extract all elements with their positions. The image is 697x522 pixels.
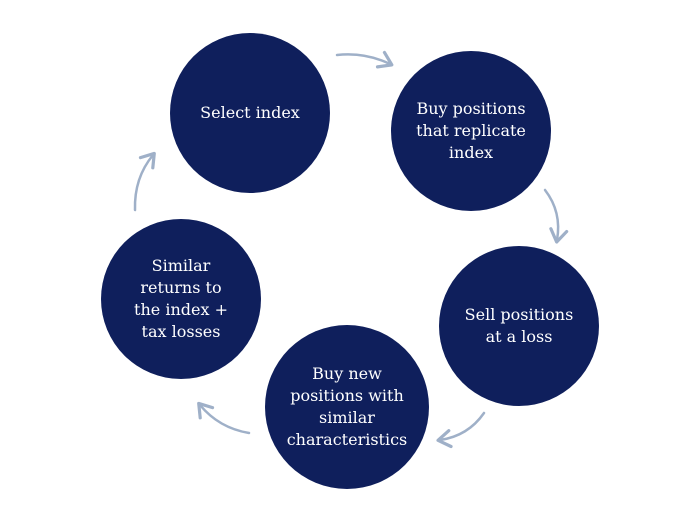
node-sell-positions: Sell positions at a loss (439, 246, 599, 406)
arrow-buy-to-sell (543, 188, 569, 244)
node-sell-positions-label: Sell positions at a loss (464, 305, 574, 346)
node-similar-returns: Similar returns to the index + tax losse… (101, 219, 261, 379)
arrow-select-to-buy (335, 50, 394, 69)
arrow-buynew-to-similar (197, 401, 251, 435)
node-buy-positions: Buy positions that replicate index (391, 51, 551, 211)
arrow-sell-to-buynew (436, 411, 486, 449)
node-buy-new-positions: Buy new positions with similar character… (265, 325, 429, 489)
node-buy-positions-label: Buy positions that replicate index (416, 99, 526, 162)
node-select-index-label: Select index (200, 103, 300, 122)
node-select-index: Select index (170, 33, 330, 193)
node-buy-new-positions-label: Buy new positions with similar character… (286, 364, 408, 449)
node-similar-returns-label: Similar returns to the index + tax losse… (134, 256, 228, 341)
arrow-similar-to-select (133, 151, 156, 212)
